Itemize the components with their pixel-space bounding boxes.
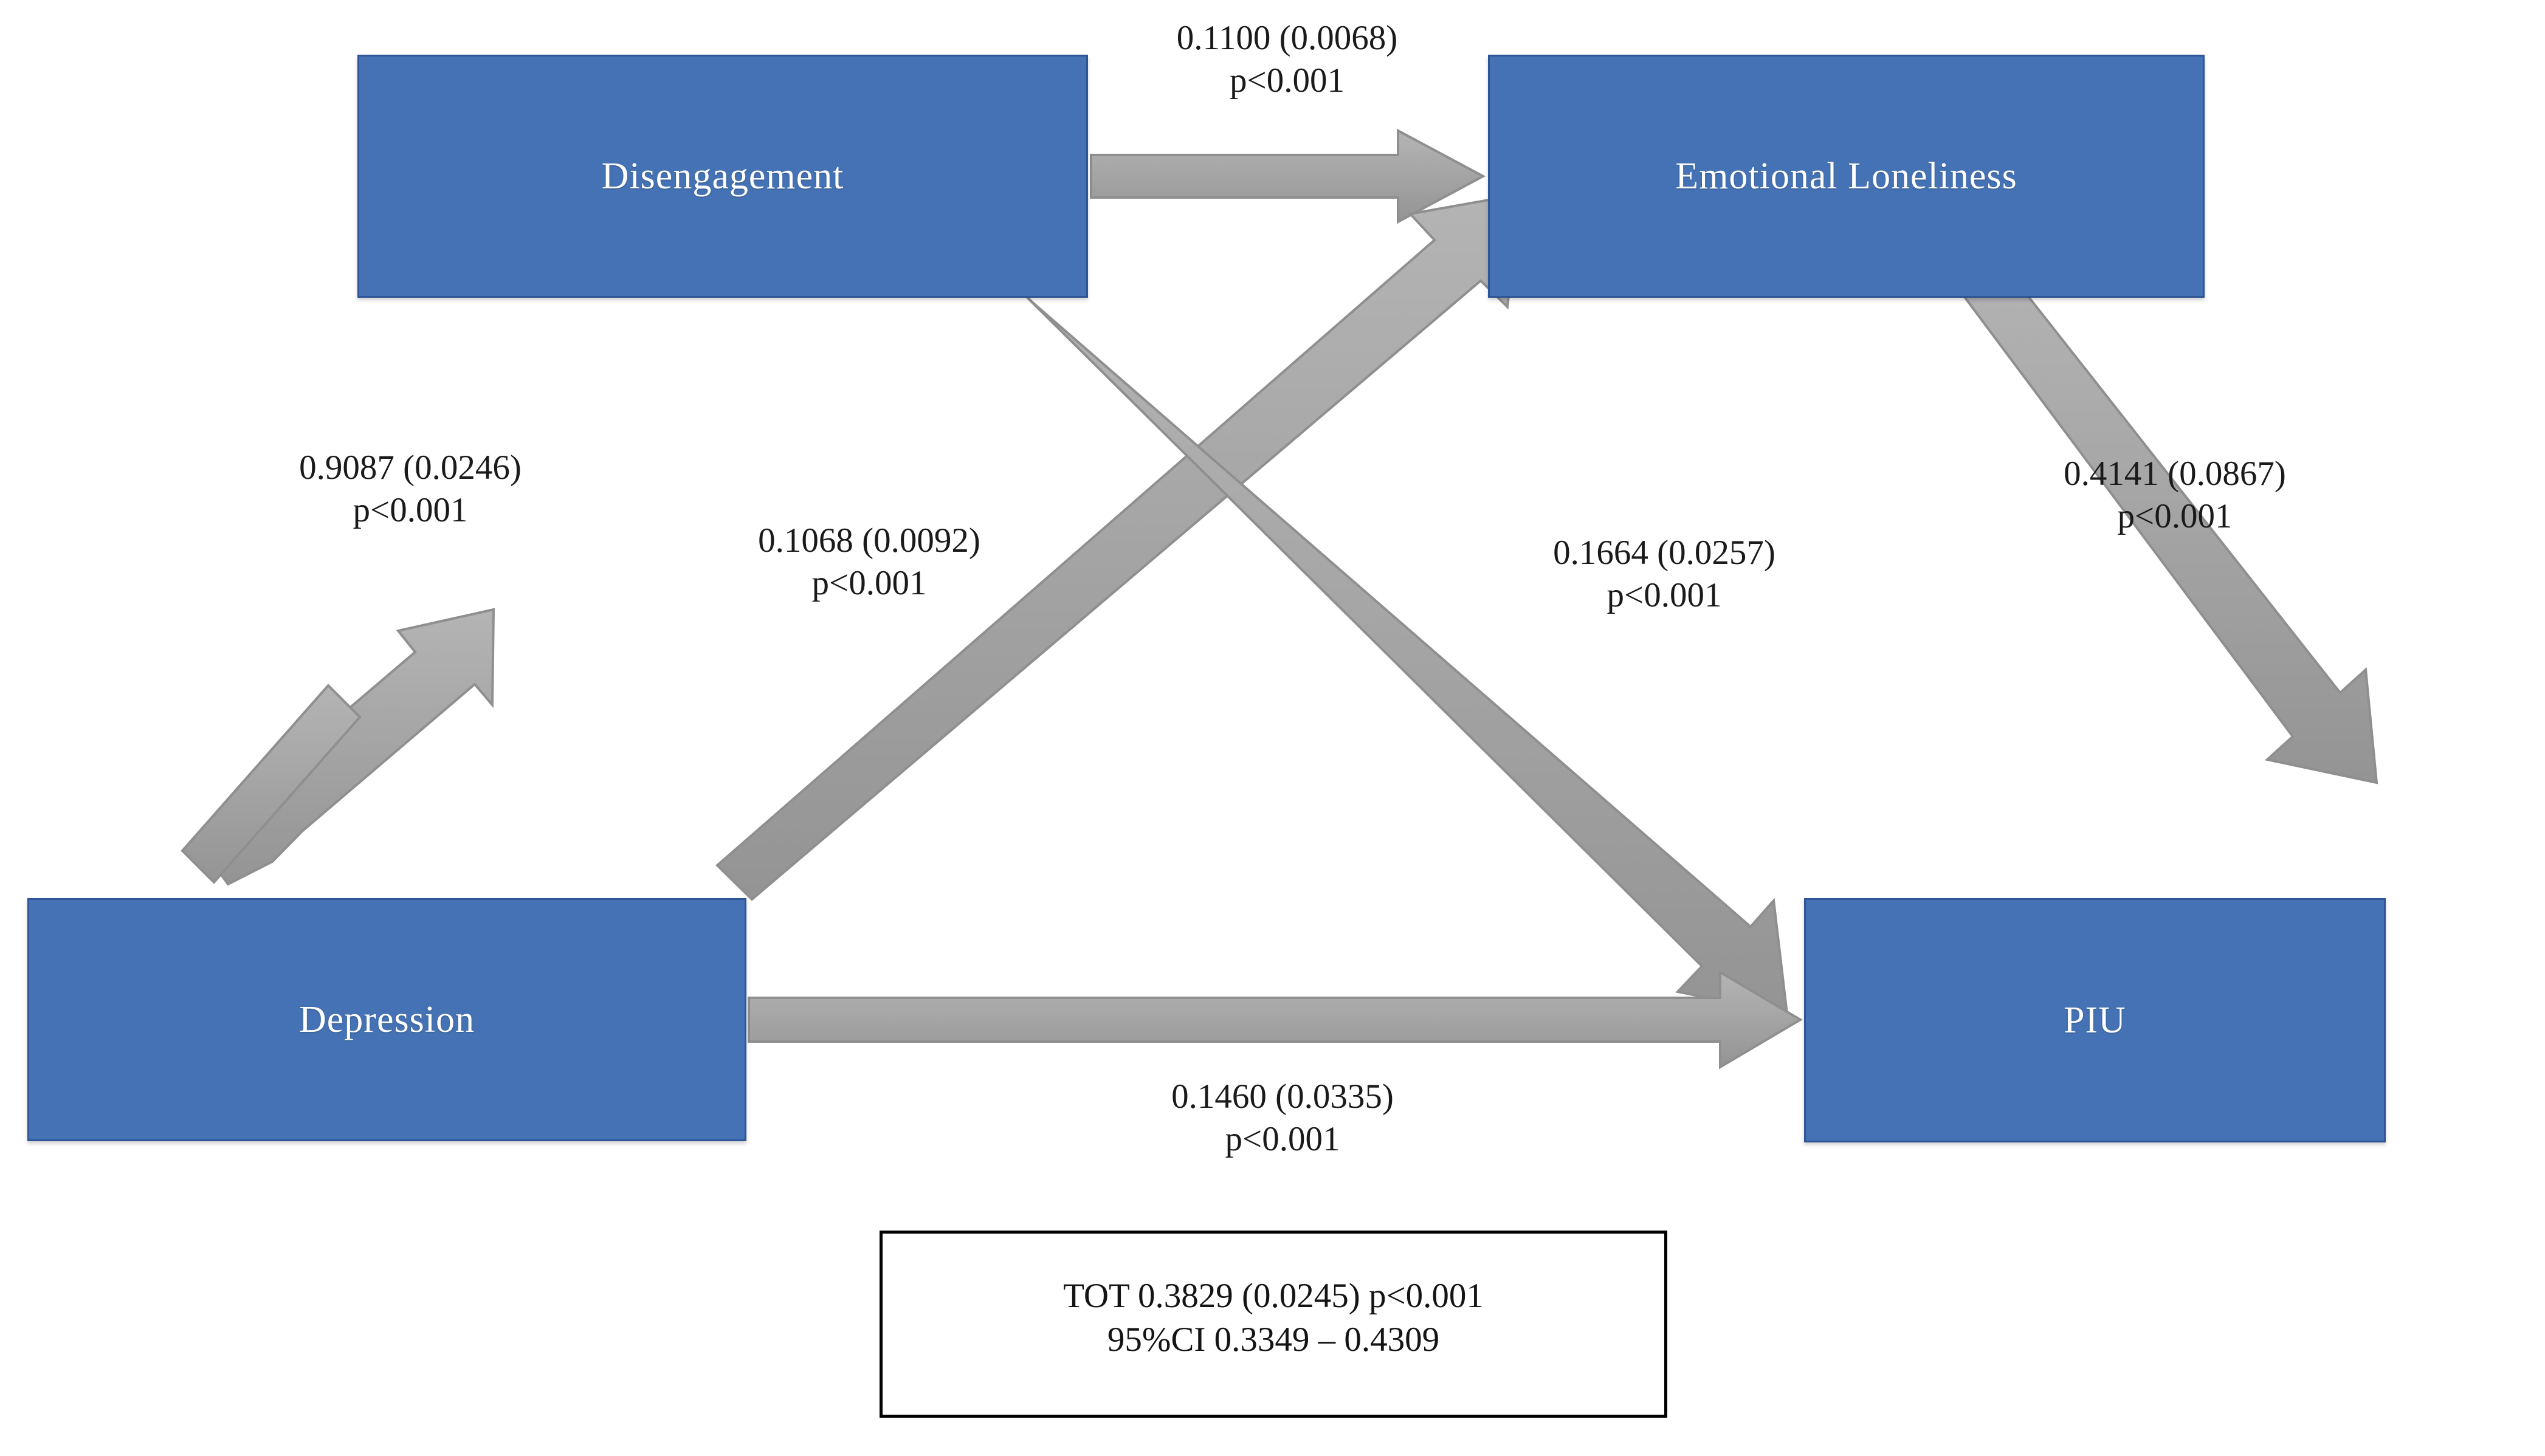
- arrow-depression-to-disengagement-shaft: [181, 684, 362, 884]
- edge-p-line: p<0.001: [1230, 61, 1345, 100]
- total-effect-box: TOT 0.3829 (0.0245) p<0.001 95%CI 0.3349…: [880, 1231, 1667, 1418]
- edge-label-depression-to-piu: 0.1460 (0.0335) p<0.001: [1082, 1076, 1483, 1160]
- edge-coef-line: 0.9087 (0.0246): [299, 448, 522, 487]
- edge-label-disengagement-to-emotional-loneliness: 0.1100 (0.0068) p<0.001: [1091, 17, 1483, 101]
- arrow-depression-to-piu: [748, 970, 1803, 1070]
- edge-label-disengagement-to-piu: 0.1664 (0.0257) p<0.001: [1464, 532, 1865, 616]
- node-emotional-loneliness[interactable]: Emotional Loneliness: [1488, 55, 2205, 298]
- edge-coef-line: 0.4141 (0.0867): [2064, 455, 2286, 493]
- edge-p-line: p<0.001: [353, 490, 468, 529]
- arrow-depression-to-disengagement: [211, 608, 495, 886]
- total-effect-line-1: TOT 0.3829 (0.0245) p<0.001: [1063, 1277, 1484, 1316]
- node-emotional-loneliness-label: Emotional Loneliness: [1675, 155, 2017, 197]
- node-depression[interactable]: Depression: [27, 898, 746, 1141]
- node-disengagement[interactable]: Disengagement: [357, 55, 1088, 298]
- arrow-disengagement-to-piu: [996, 266, 1789, 1015]
- edge-p-line: p<0.001: [1225, 1119, 1340, 1158]
- edge-label-emotional-loneliness-to-piu: 0.4141 (0.0867) p<0.001: [1974, 453, 2375, 537]
- arrow-disengagement-to-emotional-loneliness: [1090, 128, 1486, 224]
- node-disengagement-label: Disengagement: [601, 155, 844, 197]
- node-piu[interactable]: PIU: [1804, 898, 2386, 1142]
- total-effect-line-2: 95%CI 0.3349 – 0.4309: [1107, 1320, 1440, 1359]
- node-piu-label: PIU: [2064, 999, 2126, 1041]
- node-depression-label: Depression: [299, 998, 475, 1040]
- edge-p-line: p<0.001: [811, 563, 927, 602]
- edge-coef-line: 0.1100 (0.0068): [1176, 19, 1398, 57]
- edge-coef-line: 0.1460 (0.0335): [1171, 1077, 1394, 1116]
- edge-p-line: p<0.001: [1607, 575, 1722, 614]
- edge-coef-line: 0.1068 (0.0092): [758, 521, 980, 560]
- edge-p-line: p<0.001: [2117, 496, 2233, 535]
- edge-label-depression-to-disengagement: 0.9087 (0.0246) p<0.001: [210, 447, 611, 531]
- edge-coef-line: 0.1664 (0.0257): [1553, 534, 1775, 572]
- edge-label-depression-to-emotional-loneliness: 0.1068 (0.0092) p<0.001: [669, 520, 1070, 604]
